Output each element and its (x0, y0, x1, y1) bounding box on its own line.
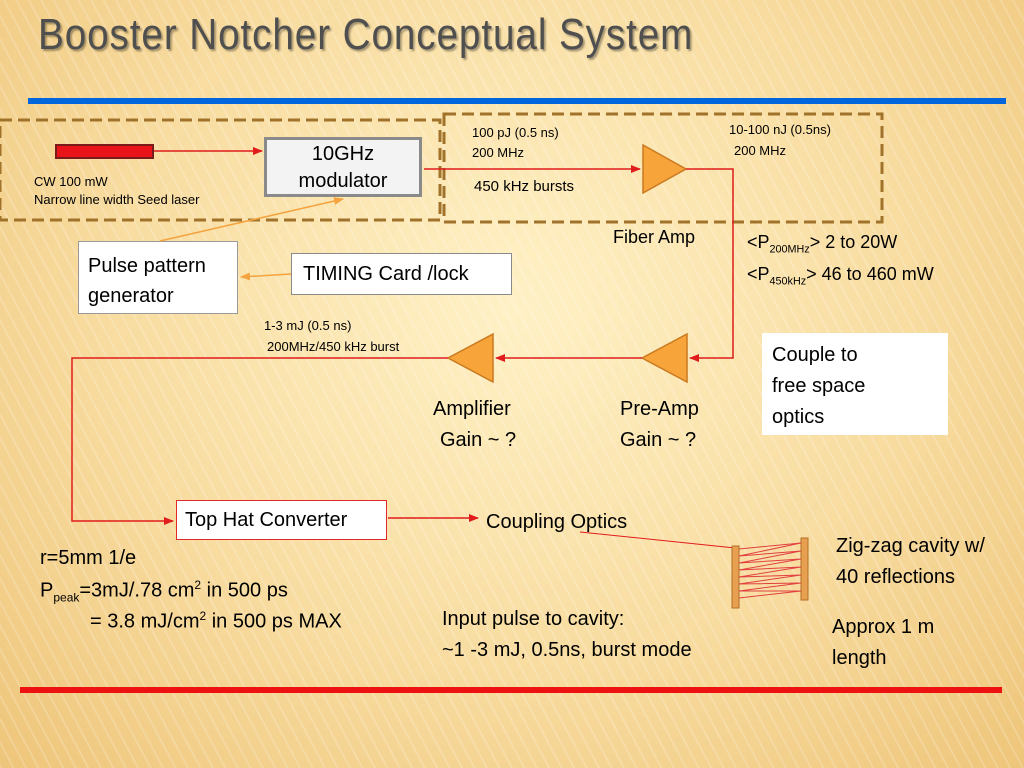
fiber-amp-triangle (642, 143, 688, 195)
cavity-mirror-left (731, 545, 740, 609)
amplifier-to-tophat-path (71, 357, 448, 525)
seed-laser (55, 144, 154, 159)
fiberamp-to-preamp-path (686, 168, 734, 362)
timing-to-pulse-generator-arrow (240, 272, 292, 281)
amplifier-triangle (446, 332, 494, 384)
seed-laser-enclosure (0, 118, 442, 222)
timing-card-label: TIMING Card /lock (303, 263, 469, 285)
seed-laser-description: Narrow line width Seed laser (34, 192, 200, 207)
pulse-generator-to-modulator (159, 197, 344, 242)
pulse-generator-line2: generator (88, 285, 174, 307)
couple-box-line3: optics (772, 406, 825, 428)
top-hat-label: Top Hat Converter (185, 509, 348, 531)
amplifier-gain: Gain ~ ? (440, 429, 517, 451)
input-pulse-line1: Input pulse to cavity: (442, 608, 625, 630)
amplifier-name: Amplifier (433, 398, 511, 420)
preamp-gain: Gain ~ ? (620, 429, 697, 451)
footer-line (20, 687, 1002, 693)
stage1-pulse-energy: 100 pJ (0.5 ns) (472, 125, 559, 140)
couple-box-line2: free space (772, 375, 866, 397)
preamp-name: Pre-Amp (620, 398, 699, 420)
preamp-label: Pre-Amp Gain ~ ? (620, 394, 699, 456)
cavity-length2: length (832, 647, 887, 669)
coupling-optics-label: Coupling Optics (486, 511, 628, 533)
modulator-label: 10GHz modulator (264, 141, 422, 195)
couple-box (762, 333, 948, 435)
modulator-freq: 10GHz (311, 143, 375, 165)
fiber-amp-label: Fiber Amp (613, 227, 696, 247)
cavity-line2: 40 reflections (836, 566, 955, 588)
cavity-length-label: Approx 1 m length (832, 612, 934, 674)
pulse-generator-label: Pulse pattern generator (88, 251, 206, 311)
couple-box-line1: Couple to (772, 344, 858, 366)
cavity-mirror-right (800, 537, 809, 601)
beam-max-fluence: = 3.8 mJ/cm2 in 500 ps MAX (90, 609, 342, 633)
zigzag-cavity (731, 537, 809, 609)
couple-box-label: Couple to free space optics (772, 340, 865, 433)
input-pulse-label: Input pulse to cavity: ~1 -3 mJ, 0.5ns, … (442, 604, 692, 666)
cavity-label: Zig-zag cavity w/ 40 reflections (836, 531, 985, 593)
amplifier-output-energy: 1-3 mJ (0.5 ns) (264, 318, 352, 333)
amplifier-output-rate: 200MHz/450 kHz burst (267, 339, 400, 354)
input-pulse-line2: ~1 -3 mJ, 0.5ns, burst mode (442, 639, 692, 661)
power-200mhz: <P200MHz> 2 to 20W (747, 232, 898, 256)
beam-peak-fluence: Ppeak=3mJ/.78 cm2 in 500 ps (40, 578, 288, 605)
fiber-amp-enclosure (442, 112, 884, 224)
seed-laser-power: CW 100 mW (34, 174, 108, 189)
coupling-to-cavity-line (579, 531, 736, 549)
amplifier-label: Amplifier Gain ~ ? (433, 394, 516, 456)
timing-card-box (291, 253, 512, 295)
cavity-line1: Zig-zag cavity w/ (836, 535, 985, 557)
cavity-length1: Approx 1 m (832, 616, 935, 638)
modulator-name: modulator (298, 170, 388, 192)
pulse-generator-box (78, 241, 238, 314)
title-underline (28, 98, 1006, 104)
stage2-rep-rate: 200 MHz (734, 143, 787, 158)
preamp-triangle (640, 332, 688, 384)
stage1-rep-rate: 200 MHz (472, 145, 525, 160)
modulator-box (264, 137, 422, 197)
pulse-generator-line1: Pulse pattern (88, 255, 206, 277)
beam-radius: r=5mm 1/e (40, 547, 137, 569)
page-title: Booster Notcher Conceptual System (38, 10, 694, 59)
stage1-bursts: 450 kHz bursts (474, 178, 575, 195)
cavity-zigzag-beam (738, 542, 802, 599)
power-450khz: <P450kHz> 46 to 460 mW (747, 264, 934, 288)
top-hat-box (176, 500, 387, 540)
stage2-pulse-energy: 10-100 nJ (0.5ns) (729, 122, 831, 137)
